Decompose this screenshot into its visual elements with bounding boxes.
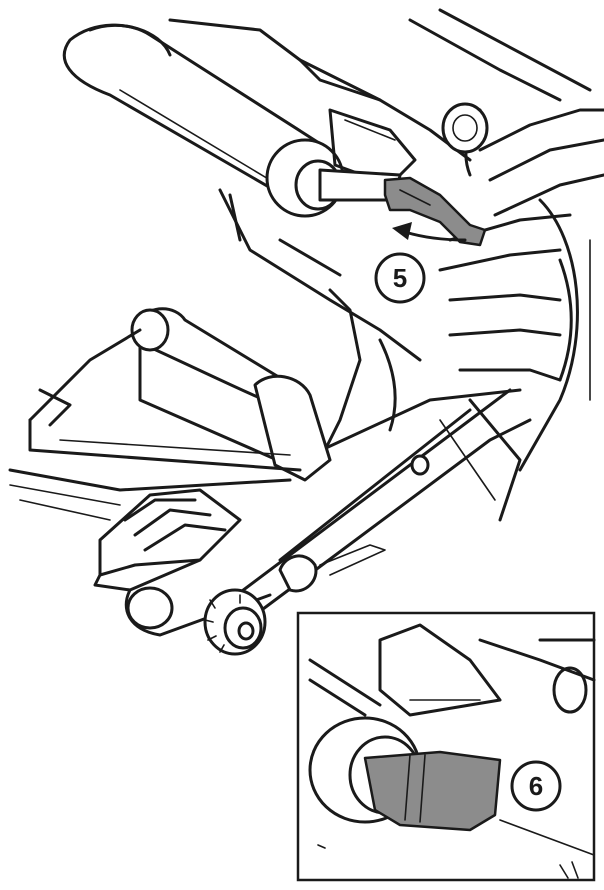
callout-5: 5 — [374, 252, 426, 304]
inset-background-parts — [317, 638, 596, 879]
callout-6: 6 — [510, 760, 562, 812]
front-toe-clip — [93, 488, 242, 592]
inset-grey-lever — [363, 750, 502, 832]
inset-detail: 6 — [296, 611, 596, 882]
top-roller — [62, 23, 345, 218]
release-arrow-line — [403, 230, 467, 242]
tension-lever — [318, 168, 487, 247]
callout-6-label: 6 — [529, 771, 543, 801]
lever-grey-paddle — [383, 176, 487, 247]
callout-5-label: 5 — [393, 263, 407, 293]
main-body — [218, 188, 522, 462]
release-arrow-head — [392, 222, 412, 240]
adjustment-knob — [203, 588, 267, 656]
housing-boss — [441, 102, 489, 154]
platen-belt — [8, 307, 332, 521]
lower-frame — [124, 388, 532, 637]
main-illustration: 5 — [8, 8, 604, 656]
